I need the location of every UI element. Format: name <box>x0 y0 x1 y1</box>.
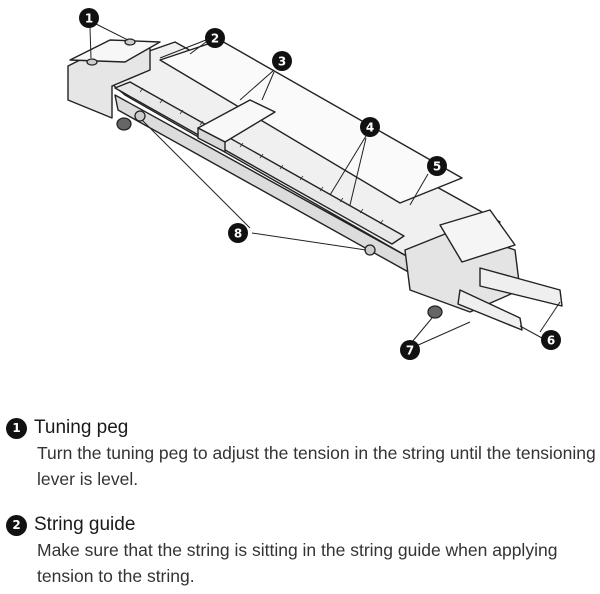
foot-left <box>116 117 132 131</box>
wheel-front-right <box>364 244 376 256</box>
legend-description: Turn the tuning peg to adjust the tensio… <box>37 443 596 489</box>
callout-4-label: 4 <box>366 121 374 135</box>
leader-3a <box>239 69 275 101</box>
left-end-top <box>69 39 161 63</box>
leader-1a <box>89 27 92 59</box>
tuning-peg-left <box>86 58 98 66</box>
callout-1: 1 <box>79 8 99 28</box>
right-end-top <box>439 209 516 263</box>
callout-5-label: 5 <box>433 160 441 174</box>
apparatus-diagram: 1 2 3 4 5 6 7 8 <box>67 8 563 360</box>
leader-7b <box>415 321 471 347</box>
callout-2-label: 2 <box>211 32 219 46</box>
legend-head: 1 Tuning peg <box>6 416 596 440</box>
callout-7: 7 <box>400 340 420 360</box>
legend-description: Make sure that the string is sitting in … <box>37 540 558 586</box>
callout-6-label: 6 <box>547 334 555 348</box>
legend-item-tuning-peg: 1 Tuning peg Turn the tuning peg to adju… <box>6 416 596 492</box>
main-rail <box>94 41 501 259</box>
leader-6a <box>519 325 543 339</box>
leader-3b <box>261 71 275 101</box>
callout-8: 8 <box>228 223 248 243</box>
callout-6: 6 <box>541 330 561 350</box>
carriage-front <box>197 127 226 153</box>
foot-right <box>427 305 443 319</box>
legend-badge: 2 <box>6 514 27 536</box>
leader-7a <box>411 317 433 343</box>
knobs <box>86 38 443 319</box>
leader-4a <box>329 135 367 196</box>
lever-arm-lower <box>457 289 523 331</box>
callout-2: 2 <box>205 28 225 48</box>
leader-1b <box>95 23 129 41</box>
apparatus-illustration <box>67 39 563 331</box>
lever-arm-upper <box>479 267 563 307</box>
tuning-peg-right <box>124 38 136 46</box>
legend-title: Tuning peg <box>34 417 129 438</box>
leader-5 <box>409 173 429 206</box>
legend-badge: 1 <box>6 417 27 439</box>
leader-6b <box>539 301 561 333</box>
callout-1-label: 1 <box>85 12 93 26</box>
leader-lines <box>89 23 561 347</box>
legend-item-string-guide: 2 String guide Make sure that the string… <box>6 513 596 589</box>
legend-head: 2 String guide <box>6 513 596 537</box>
callout-badges: 1 2 3 4 5 6 7 8 <box>79 8 561 360</box>
leader-2b <box>189 41 207 55</box>
callout-3-label: 3 <box>278 55 286 69</box>
callout-4: 4 <box>360 117 380 137</box>
scale-ticks <box>139 87 384 225</box>
legend-title: String guide <box>34 514 136 535</box>
callout-3: 3 <box>272 51 292 71</box>
callout-5: 5 <box>427 156 447 176</box>
callout-7-label: 7 <box>406 344 414 358</box>
leader-4b <box>349 137 367 206</box>
leader-8b <box>251 232 367 251</box>
leader-2a <box>159 39 207 59</box>
front-scale <box>114 81 405 245</box>
wheel-front-left <box>134 110 146 122</box>
callout-8-label: 8 <box>234 227 242 241</box>
leader-8a <box>141 119 251 229</box>
